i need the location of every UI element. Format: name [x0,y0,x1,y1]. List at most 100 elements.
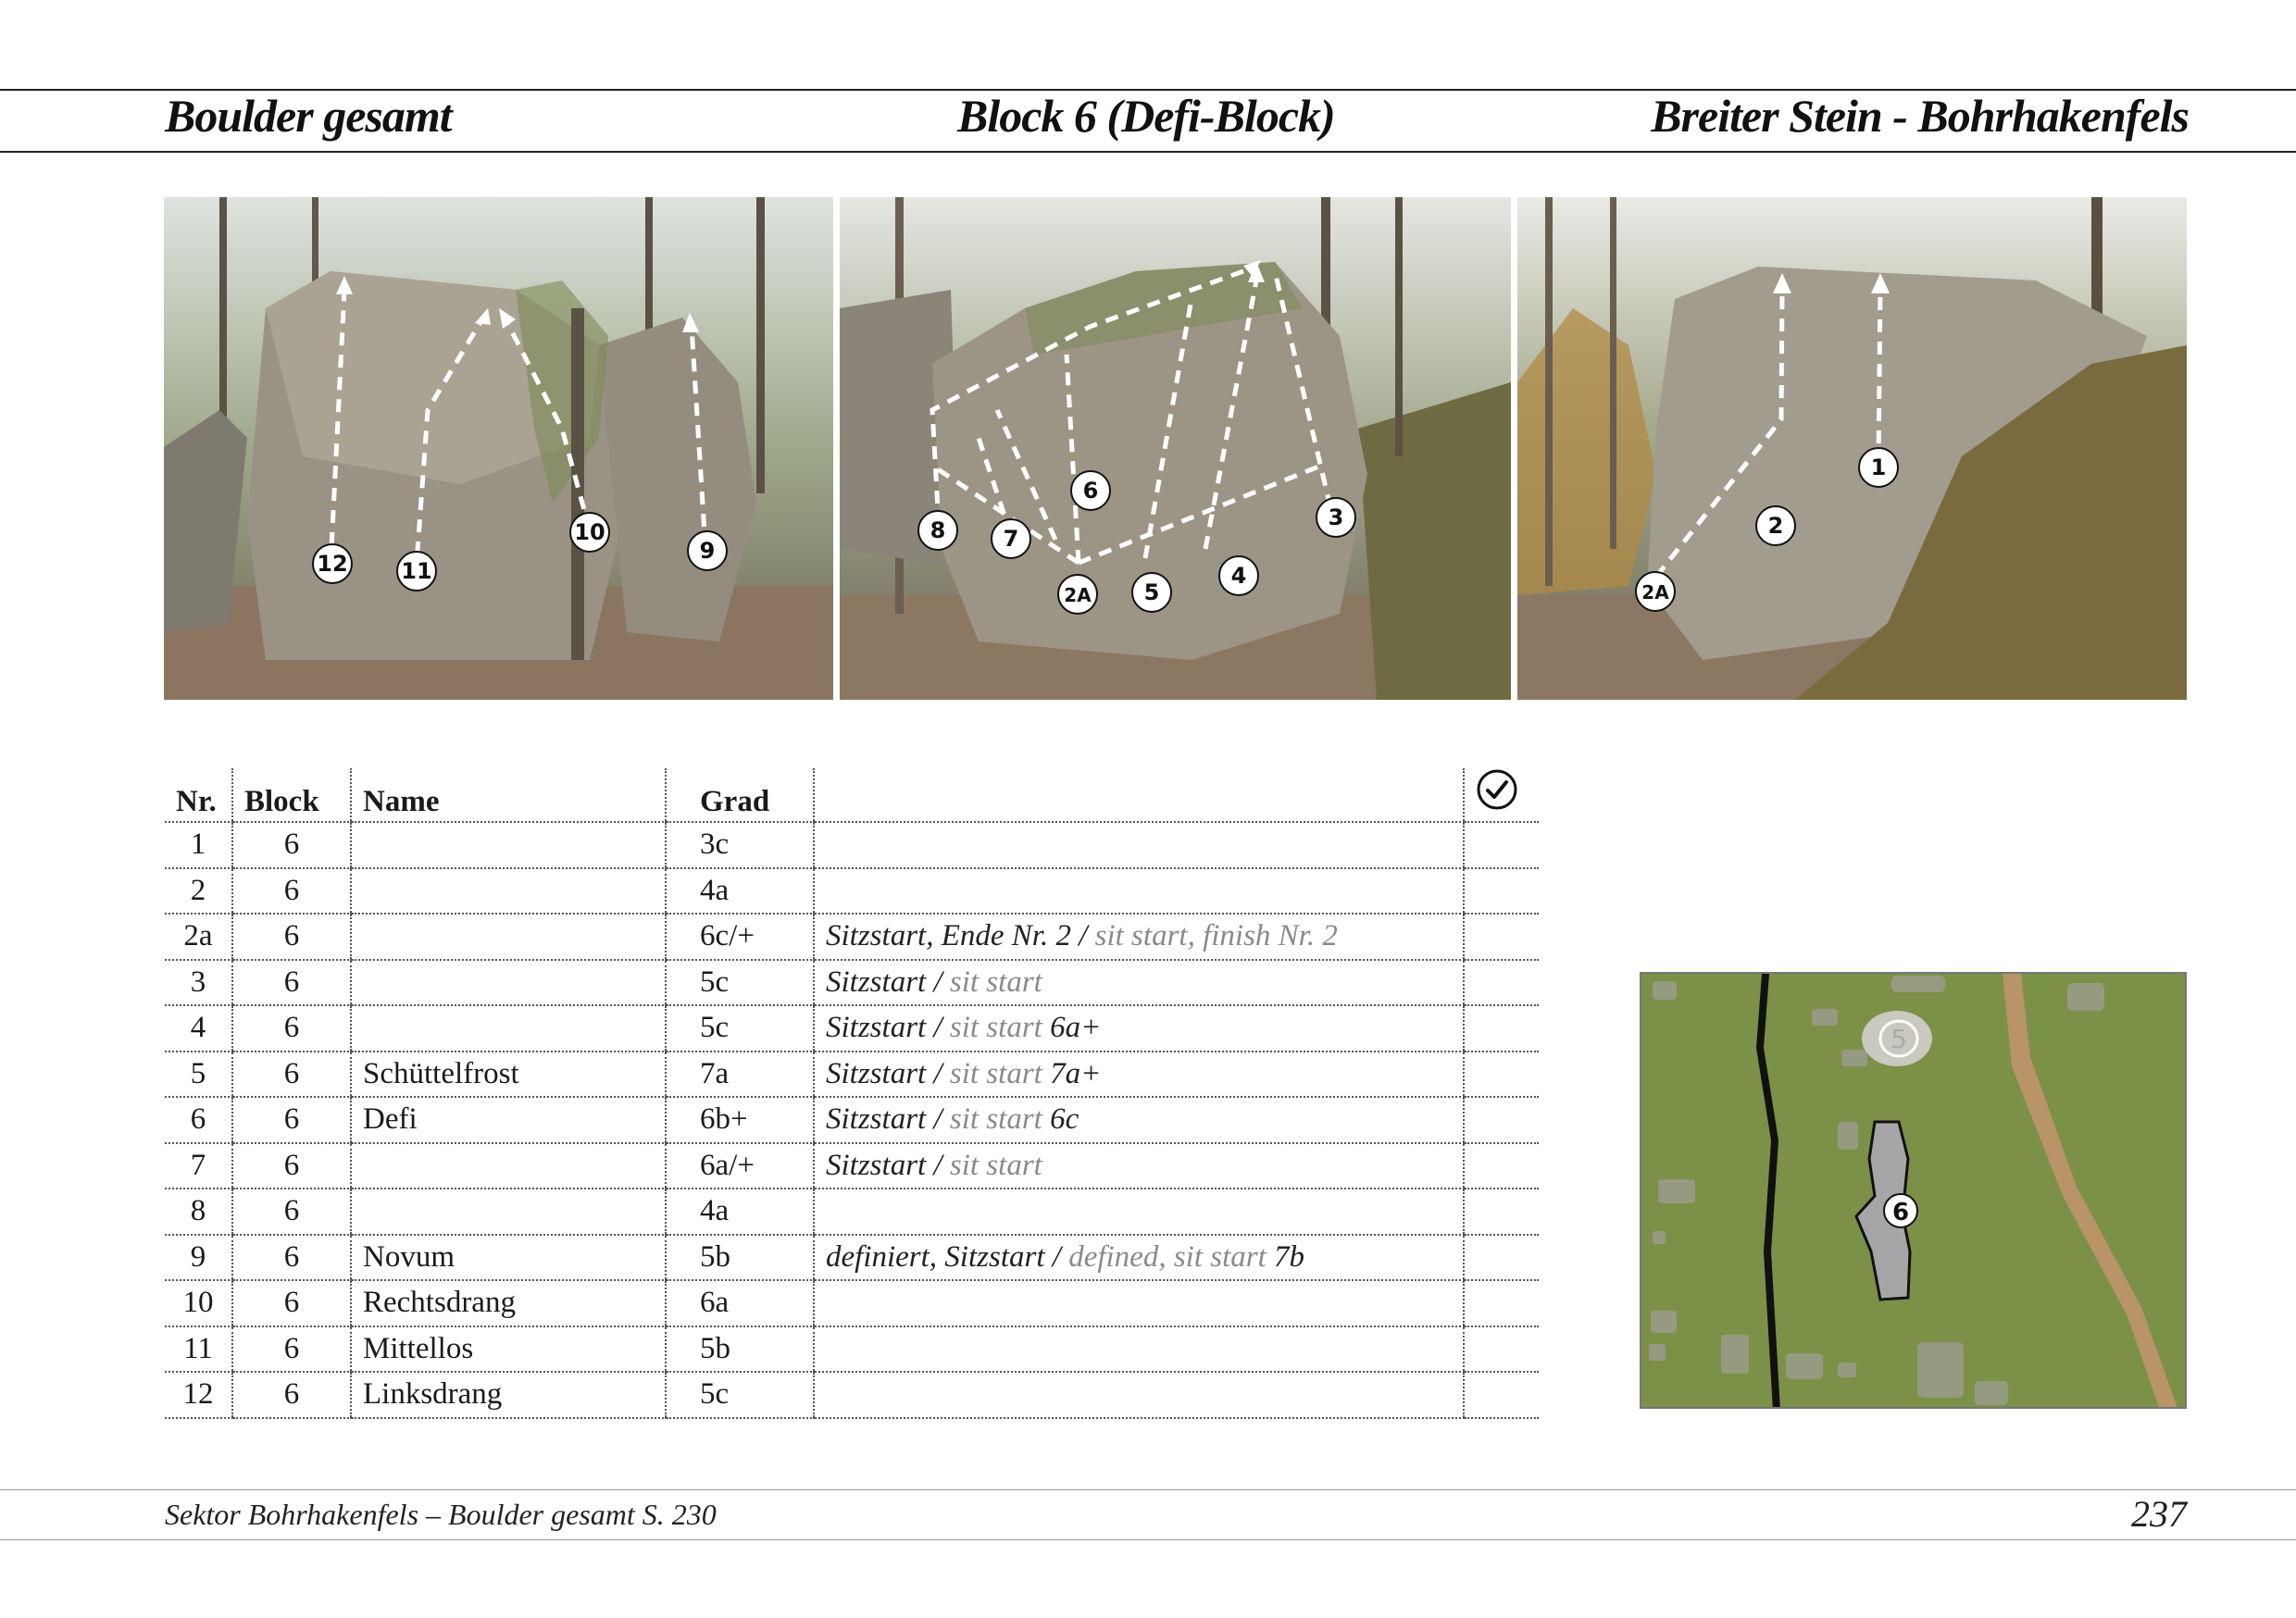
route-tick-cell[interactable] [1463,1326,1539,1373]
route-name [350,1189,666,1236]
route-tick-cell[interactable] [1463,1189,1539,1236]
route-block: 6 [231,1051,351,1098]
route-description: Sitzstart / sit start 6c [813,1097,1464,1144]
route-nr: 6 [165,1097,232,1144]
col-header-name: Name [350,768,666,823]
footer-top-rule [0,1489,2296,1490]
route-tick-cell[interactable] [1463,959,1539,1006]
description-en: sit start [949,1102,1042,1137]
route-grade: 6c/+ [665,914,814,961]
route-nr: 1 [165,822,232,869]
route-name: Mittellos [350,1326,666,1373]
boulder-photo-right [1517,197,2187,700]
route-grade: 5b [665,1234,814,1281]
route-block: 6 [231,822,351,869]
route-description: Sitzstart, Ende Nr. 2 / sit start, finis… [813,914,1464,961]
route-name [350,867,666,915]
route-tick-cell[interactable] [1463,822,1539,869]
route-block: 6 [231,1234,351,1281]
route-name: Schüttelfrost [350,1051,666,1098]
route-tick-cell[interactable] [1463,1372,1539,1419]
route-block: 6 [231,867,351,915]
route-name: Novum [350,1234,666,1281]
route-name: Linksdrang [350,1372,666,1419]
route-nr: 12 [165,1372,232,1419]
route-description: Sitzstart / sit start [813,959,1464,1006]
description-de: Sitzstart / [826,1148,950,1182]
route-name [350,822,666,869]
route-block: 6 [231,1372,351,1419]
route-nr: 7 [165,1142,232,1189]
col-header-block: Block [231,768,351,823]
route-block: 6 [231,959,351,1006]
map-block-5: 5 [1862,1011,1932,1066]
route-block: 6 [231,1189,351,1236]
footer-reference: Sektor Bohrhakenfels – Boulder gesamt S.… [165,1498,717,1531]
svg-text:5: 5 [1890,1024,1907,1054]
route-grade: 6b+ [665,1097,814,1144]
route-nr: 2 [165,867,232,915]
route-grade: 6a/+ [665,1142,814,1189]
route-tick-cell[interactable] [1463,1234,1539,1281]
route-tick-cell[interactable] [1463,1280,1539,1327]
cliff-line [1756,974,1780,1407]
description-en: sit start, finish Nr. 2 [1094,919,1338,953]
description-de: Sitzstart / [826,1102,950,1137]
route-name [350,1142,666,1189]
route-tick-cell[interactable] [1463,1005,1539,1052]
description-de: Sitzstart / [826,1056,950,1090]
route-tick-cell[interactable] [1463,914,1539,961]
description-en: defined, sit start [1068,1239,1267,1274]
route-block: 6 [231,914,351,961]
description-en: sit start [949,965,1042,999]
route-description: Sitzstart / sit start 6a+ [813,1005,1464,1052]
svg-text:6: 6 [1892,1199,1909,1226]
col-header-desc [813,768,1464,823]
description-extra: 7a+ [1042,1056,1102,1090]
route-nr: 4 [165,1005,232,1052]
route-tick-cell[interactable] [1463,1097,1539,1144]
route-nr: 5 [165,1051,232,1098]
route-grade: 7a [665,1051,814,1098]
boulder-photo-left [164,197,833,700]
route-grade: 4a [665,1189,814,1236]
route-name [350,1005,666,1052]
block-location-map: 5 6 [1640,972,2187,1409]
route-grade: 5c [665,1372,814,1419]
route-tick-cell[interactable] [1463,1051,1539,1098]
route-block: 6 [231,1097,351,1144]
route-description: Sitzstart / sit start [813,1142,1464,1189]
route-name [350,914,666,961]
description-de: Sitzstart / [826,1011,950,1045]
route-description [813,1189,1464,1236]
table-header-row: Nr. Block Name Grad [165,768,1539,823]
route-grade: 5c [665,959,814,1006]
route-tick-cell[interactable] [1463,1142,1539,1189]
page-number: 237 [2131,1493,2187,1535]
route-grade: 6a [665,1280,814,1327]
description-extra: 6c [1042,1102,1079,1137]
route-name [350,959,666,1006]
route-description [813,1280,1464,1327]
route-grade: 3c [665,822,814,869]
footer-bottom-rule [0,1539,2296,1540]
route-nr: 3 [165,959,232,1006]
route-grade: 5b [665,1326,814,1373]
description-extra: 7b [1266,1239,1305,1274]
route-nr: 10 [165,1280,232,1327]
route-description: Sitzstart / sit start 7a+ [813,1051,1464,1098]
route-grade: 4a [665,867,814,915]
header-top-rule [0,89,2296,91]
route-tick-cell[interactable] [1463,867,1539,915]
route-description [813,1326,1464,1373]
